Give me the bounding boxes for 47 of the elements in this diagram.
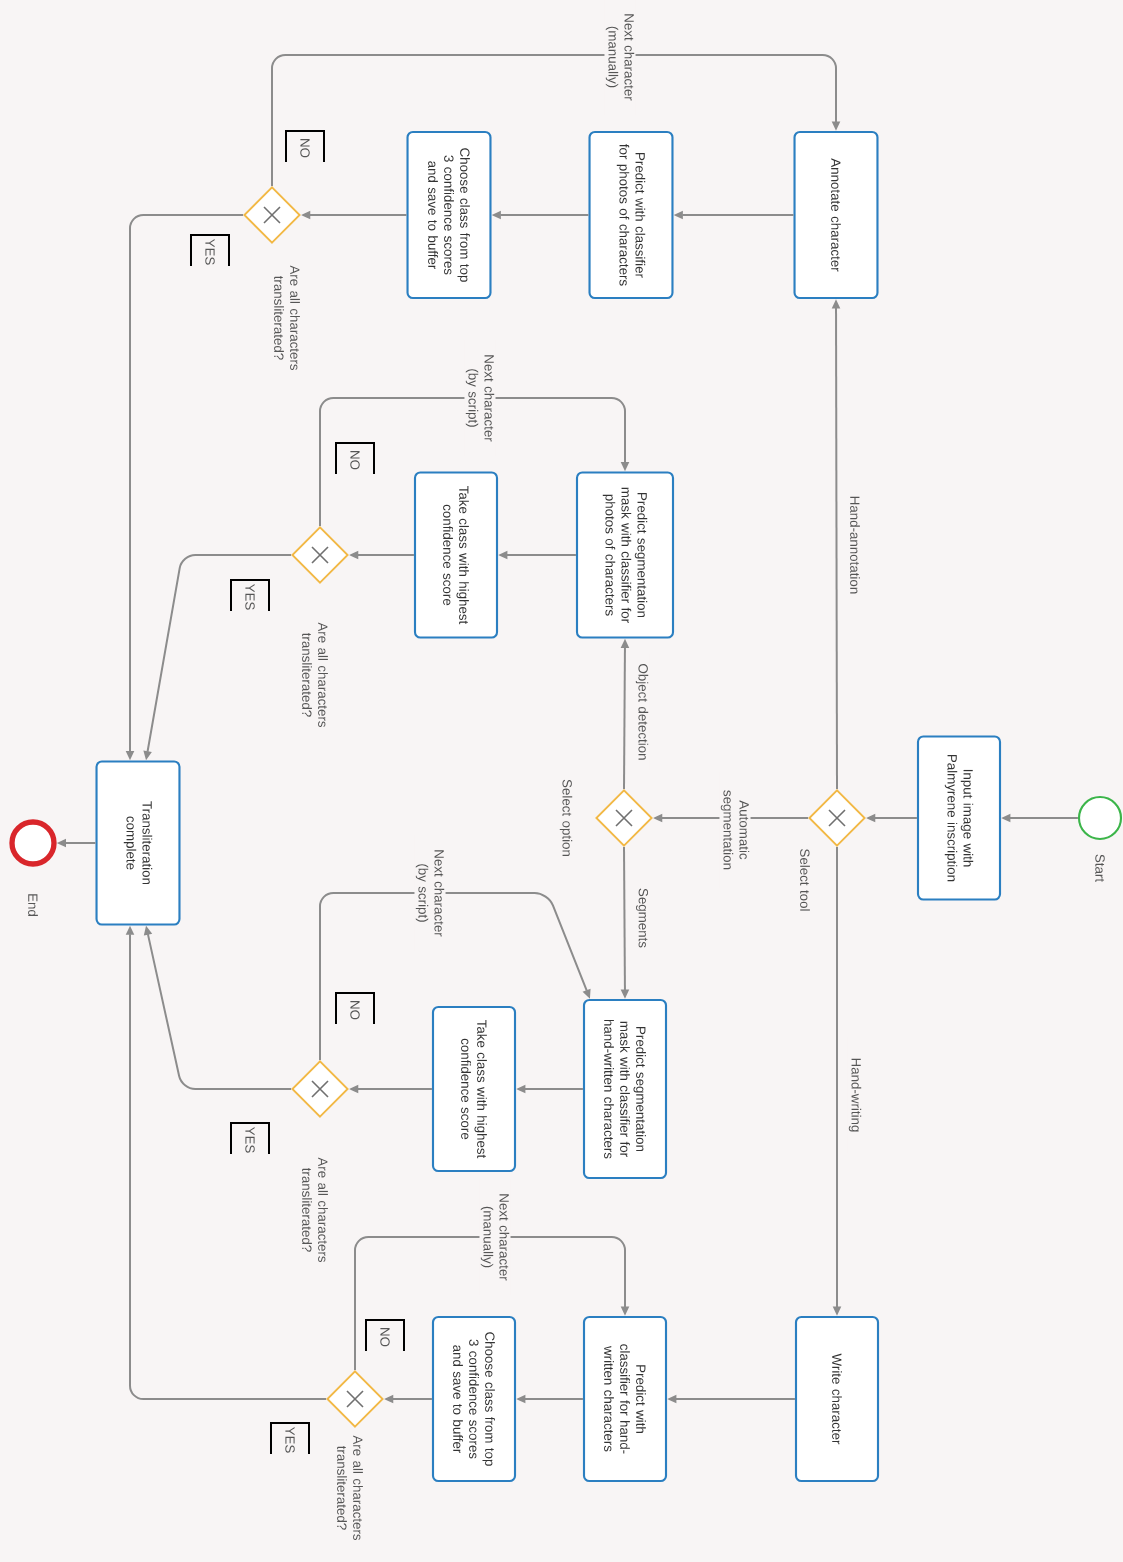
process-box: Choose class from top 3 confidence scores and save to buffer: [406, 130, 492, 300]
process-box: Choose class from top 3 confidence scores and save to buffer: [431, 1315, 517, 1483]
process-box: Predict with classifier for hand-written characters: [582, 1315, 668, 1483]
arrow: [319, 892, 591, 1062]
condition-annotation: NO: [285, 130, 325, 163]
process-box: Input image with Palmyrene inscription: [916, 735, 1002, 901]
edge-label: Object detection: [634, 653, 650, 771]
process-box: Predict segmentation mask with classifier for photos of characters: [575, 471, 675, 639]
node-caption: Select option: [559, 779, 573, 856]
process-box: Write character: [794, 1315, 880, 1483]
arrow: [354, 1236, 630, 1372]
node-caption: Are all characters transliterated?: [302, 622, 328, 728]
edge-label: Automatic segmentation: [719, 771, 751, 889]
process-box: Predict segmentation mask with classifier for hand-written characters: [582, 998, 668, 1180]
gateway-diamond: [808, 789, 866, 847]
gateway-diamond: [326, 1370, 384, 1428]
node-caption: Select tool: [800, 849, 810, 911]
process-box: Annotate character: [793, 130, 879, 300]
node-caption: Start: [1095, 854, 1105, 882]
condition-annotation: YES: [190, 234, 230, 267]
end-event-circle: [9, 819, 57, 867]
gateway-diamond: [291, 1060, 349, 1118]
node-caption: Are all characters transliterated?: [337, 1435, 363, 1541]
gateway-diamond: [595, 789, 653, 847]
process-box: Take class with highest confidence score: [413, 471, 499, 639]
edge-label: Next character (by script): [414, 834, 446, 952]
edge-label: Hand-writing: [847, 1036, 863, 1154]
process-box: Take class with highest confidence score: [431, 1005, 517, 1173]
edge-label: Next character (by script): [464, 339, 496, 457]
gateway-diamond: [243, 186, 301, 244]
arrow: [319, 397, 630, 528]
node-caption: End: [28, 894, 38, 916]
process-box: Transliteration complete: [95, 760, 181, 926]
condition-annotation: NO: [335, 992, 375, 1025]
gateway-diamond: [291, 526, 349, 584]
arrow: [271, 54, 841, 188]
node-caption: Are all characters transliterated?: [274, 265, 300, 371]
node-caption: Are all characters transliterated?: [302, 1157, 328, 1263]
condition-annotation: YES: [230, 1122, 270, 1155]
edge-label: Next character (manually): [604, 0, 636, 116]
process-box: Predict with classifier for photos of characters: [588, 130, 674, 300]
condition-annotation: YES: [230, 579, 270, 612]
edge-label: Next character (manually): [479, 1178, 511, 1296]
condition-annotation: YES: [270, 1422, 310, 1455]
condition-annotation: NO: [365, 1319, 405, 1352]
start-event-circle: [1077, 795, 1123, 841]
condition-annotation: NO: [335, 442, 375, 475]
